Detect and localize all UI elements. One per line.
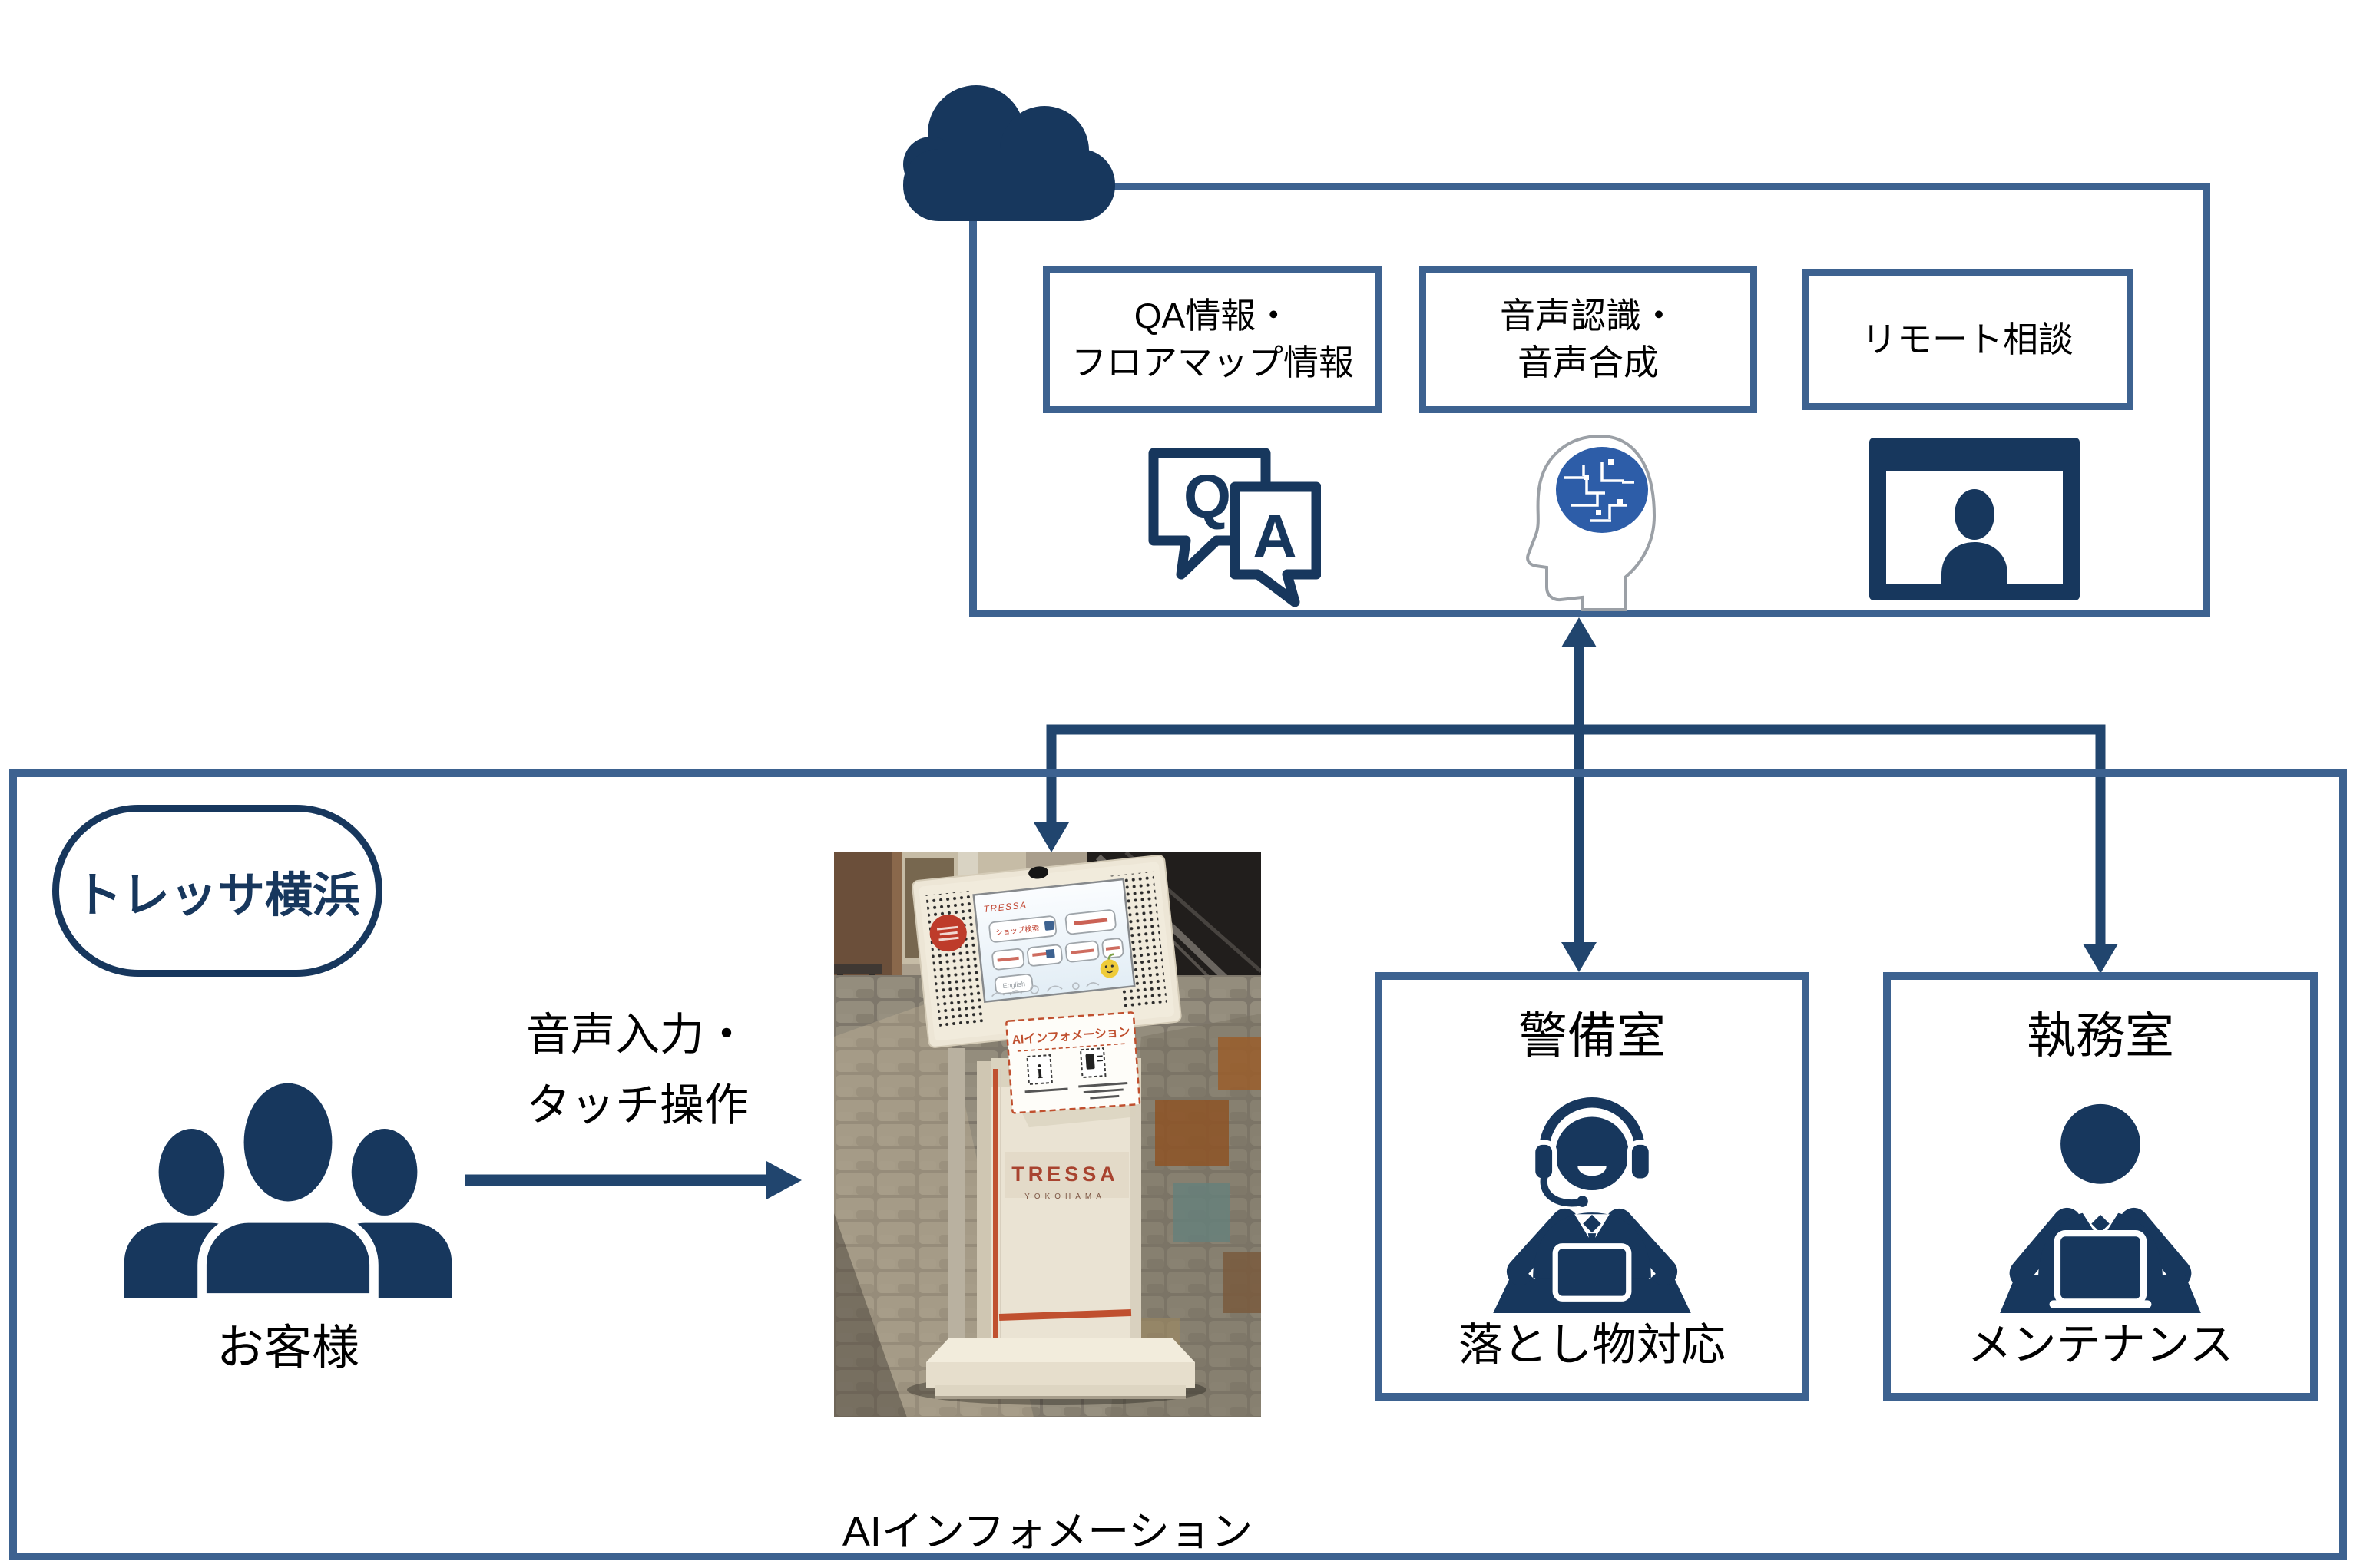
kiosk-caption: AIインフォメーション: [842, 1509, 1253, 1555]
kiosk-pedestal-logo-sub: YOKOHAMA: [1024, 1193, 1106, 1201]
circuit-brain: [1556, 447, 1648, 533]
kiosk-screen-shop-search-button: ショップ検索: [995, 924, 1040, 938]
staff-laptop-icon: [2000, 1103, 2201, 1313]
office-room-box: 執務室 メンテナンス: [1883, 972, 2318, 1401]
service-box-remote-label: リモート相談: [1862, 316, 2074, 363]
qa-label-line1: QA情報・: [1134, 296, 1292, 336]
ai-brain-head-icon: [1526, 434, 1657, 611]
speech-label-line1: 音声認識・: [1500, 296, 1676, 336]
remote-label-line1: リモート相談: [1862, 319, 2074, 359]
operator-headset-icon: [1493, 1093, 1691, 1313]
qa-label-line2: フロアマップ情報: [1071, 342, 1354, 382]
input-method-line2: タッチ操作: [525, 1080, 749, 1130]
input-method-label: 音声入力・ タッチ操作: [438, 1000, 837, 1141]
customers-label: お客様: [216, 1322, 359, 1374]
kiosk-pedestal-logo: TRESSA: [1011, 1163, 1119, 1186]
mall-bench: [834, 964, 882, 974]
arrowhead-up-to-cloud-box: [1561, 617, 1597, 647]
kiosk-photo: TRESSA YOKOHAMA: [834, 852, 1261, 1417]
customers-group-icon: [124, 1075, 452, 1298]
svg-text:i: i: [1036, 1060, 1043, 1083]
service-box-qa-label: QA情報・ フロアマップ情報: [1071, 293, 1354, 385]
service-box-speech-label: 音声認識・ 音声合成: [1500, 293, 1676, 385]
kiosk-screen-logo: TRESSA: [983, 899, 1028, 915]
kiosk-photo-art: TRESSA YOKOHAMA: [834, 852, 1261, 1417]
speech-label-line2: 音声合成: [1518, 342, 1659, 382]
kiosk-camera: [1028, 866, 1049, 879]
site-label-pill: トレッサ横浜: [52, 805, 382, 977]
svg-text:Q: Q: [1183, 462, 1231, 531]
security-room-caption: 落とし物対応: [1458, 1320, 1726, 1370]
video-call-icon: [1869, 438, 2080, 600]
input-method-line1: 音声入力・: [525, 1010, 749, 1060]
security-room-title: 警備室: [1518, 1008, 1666, 1064]
info-icon-box: [1026, 1054, 1053, 1086]
cloud-services-box: [969, 183, 2210, 617]
service-box-qa: QA情報・ フロアマップ情報: [1043, 266, 1382, 413]
security-room-box: 警備室 落とし物対応: [1375, 972, 1809, 1401]
office-room-caption: メンテナンス: [1967, 1320, 2234, 1370]
cloud-icon: [903, 85, 1115, 221]
office-room-title: 執務室: [2027, 1008, 2174, 1064]
kiosk-sign-board: AIインフォメーション i: [1005, 1011, 1141, 1128]
service-box-speech: 音声認識・ 音声合成: [1419, 266, 1757, 413]
qa-speech-bubbles-icon: Q A: [1148, 448, 1321, 607]
kiosk-screen-english-button: English: [1002, 980, 1025, 990]
kiosk-mascot: [1100, 959, 1119, 978]
svg-text:A: A: [1253, 502, 1297, 571]
site-label: トレッサ横浜: [74, 869, 360, 922]
service-box-remote: リモート相談: [1802, 269, 2133, 410]
